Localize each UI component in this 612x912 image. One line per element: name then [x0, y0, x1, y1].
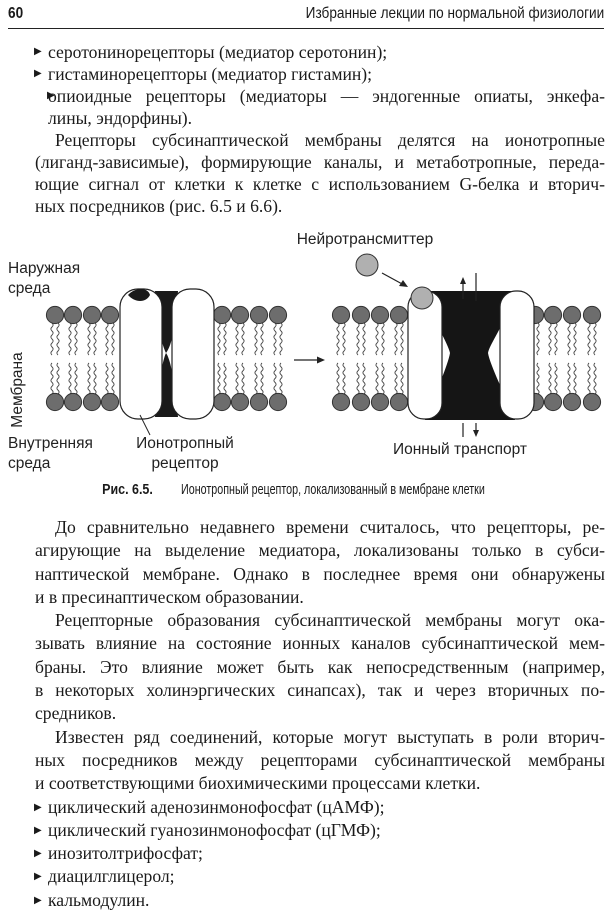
- figure-caption: Рис. 6.5. Ионотропный рецептор, локализо…: [0, 482, 612, 498]
- bullet-item: диацилглицерол;: [35, 865, 605, 888]
- paragraph-line: ных посредников (рис. 6.5 и 6.6).: [35, 196, 283, 216]
- lipid-head: [45, 392, 65, 412]
- paragraph-line: в некоторых холинэргических синапсах), т…: [35, 680, 605, 701]
- lipid-head: [230, 392, 250, 412]
- caption-text: Ионотропный рецептор, локализованный в м…: [181, 482, 485, 498]
- bullet-item: циклический гуанозинмонофосфат (цГМФ);: [35, 819, 605, 842]
- lipid-head: [212, 392, 232, 412]
- page-number: 60: [8, 5, 24, 22]
- lipid-head: [331, 305, 351, 325]
- lipid-head: [582, 305, 602, 325]
- paragraph-line: Известен ряд соединений, которые могут в…: [55, 726, 605, 747]
- lipid-head: [63, 392, 83, 412]
- bullet-text: серотонинорецепторы (медиатор серотонин)…: [48, 42, 388, 62]
- lipid-head: [63, 305, 83, 325]
- paragraph-line: зывать влияние на состояние ионных канал…: [35, 633, 605, 654]
- lipid-head: [82, 392, 102, 412]
- paragraph-line: и в пресинаптическом образовании.: [35, 586, 304, 607]
- paragraph-line: и соответствующими биохимическими процес…: [35, 773, 481, 794]
- bullet-text: диацилглицерол;: [48, 866, 175, 887]
- bullet-item: серотонинорецепторы (медиатор серотонин)…: [35, 41, 605, 63]
- lipid-head: [351, 305, 371, 325]
- bullet-text: инозитолтрифосфат;: [48, 843, 203, 864]
- lipid-head: [45, 305, 65, 325]
- figure-ionotropic-receptor: Наружная среда Мембрана Внутренняя среда…: [8, 231, 602, 472]
- paragraph-line: агирующие на выделение медиатора, локали…: [35, 540, 605, 561]
- bullet-item: инозитолтрифосфат;: [35, 842, 605, 865]
- bullet-text: опиоидные рецепторы (медиаторы — эндоген…: [48, 86, 605, 106]
- lipid-head: [249, 305, 269, 325]
- paragraph-line: браны. Это влияние может быть как непоср…: [35, 656, 605, 677]
- paragraph-line: Рецепторы субсинаптической мембраны деля…: [55, 130, 605, 150]
- text-block-bottom: До сравнительно недавнего времени считал…: [35, 516, 605, 912]
- bullet-item: опиоидные рецепторы (медиаторы — эндоген…: [35, 85, 605, 107]
- bullet-item: циклический аденозинмонофосфат (цАМФ);: [35, 796, 605, 819]
- label-neurotransmitter: Нейротрансмиттер: [297, 231, 434, 248]
- lipid-head: [389, 305, 409, 325]
- bullet-text: циклический гуанозинмонофосфат (цГМФ);: [48, 819, 381, 840]
- paragraph-line: До сравнительно недавнего времени считал…: [55, 517, 605, 537]
- lipid-head: [230, 305, 250, 325]
- lipid-head: [582, 392, 602, 412]
- lipid-head: [82, 305, 102, 325]
- paragraph-line: ющие сигнал от клетки к клетке с использ…: [35, 174, 605, 194]
- bullet-text: циклический аденозинмонофосфат (цАМФ);: [48, 796, 385, 817]
- lipid-head: [351, 392, 371, 412]
- paragraph-line: Рецепторные образования субсинаптической…: [55, 610, 605, 631]
- paragraph-line: средников.: [35, 703, 117, 724]
- neurotransmitter-icon: [355, 253, 379, 277]
- bullet-continuation: лины, эндорфины).: [48, 108, 193, 128]
- bullet-text: гистаминорецепторы (медиатор гистамин);: [48, 64, 373, 84]
- label-inner-env-2: среда: [8, 455, 51, 472]
- bullet-text: кальмодулин.: [48, 889, 150, 910]
- paragraph-line: наптической мембране. Однако в последнее…: [35, 563, 605, 584]
- paragraph-line: ных посредников между рецепторами субсин…: [35, 749, 605, 770]
- label-ion-transport: Ионный транспорт: [393, 441, 527, 458]
- label-receptor-2: рецептор: [151, 455, 218, 472]
- label-outer-env-2: среда: [8, 280, 51, 297]
- label-membrane: Мембрана: [9, 352, 26, 428]
- bullet-item: кальмодулин.: [35, 889, 605, 912]
- lipid-head: [331, 392, 351, 412]
- label-receptor: Ионотропный: [136, 435, 234, 452]
- lipid-head: [100, 392, 120, 412]
- label-outer-env: Наружная: [8, 260, 80, 277]
- lipid-bilayer: [45, 305, 602, 412]
- lipid-head: [543, 392, 563, 412]
- receptor-open: [407, 286, 535, 420]
- lipid-head: [562, 392, 582, 412]
- lipid-head: [370, 305, 390, 325]
- caption-number: Рис. 6.5.: [102, 482, 153, 498]
- text-block-top: серотонинорецепторы (медиатор серотонин)…: [35, 41, 605, 217]
- receptor-closed: [119, 288, 215, 436]
- lipid-head: [268, 392, 288, 412]
- running-header: 60 Избранные лекции по нормальной физиол…: [8, 2, 604, 29]
- lipid-head: [370, 392, 390, 412]
- lipid-head: [268, 305, 288, 325]
- lipid-head: [249, 392, 269, 412]
- lipid-head: [212, 305, 232, 325]
- lipid-head: [543, 305, 563, 325]
- bullet-item: гистаминорецепторы (медиатор гистамин);: [35, 63, 605, 85]
- lipid-head: [389, 392, 409, 412]
- lipid-head: [562, 305, 582, 325]
- lipid-head: [100, 305, 120, 325]
- label-inner-env: Внутренняя: [8, 435, 93, 452]
- bound-neurotransmitter-icon: [410, 286, 434, 310]
- paragraph-line: (лиганд-зависимые), формирующие каналы, …: [35, 152, 605, 172]
- book-title: Избранные лекции по нормальной физиологи…: [305, 5, 604, 22]
